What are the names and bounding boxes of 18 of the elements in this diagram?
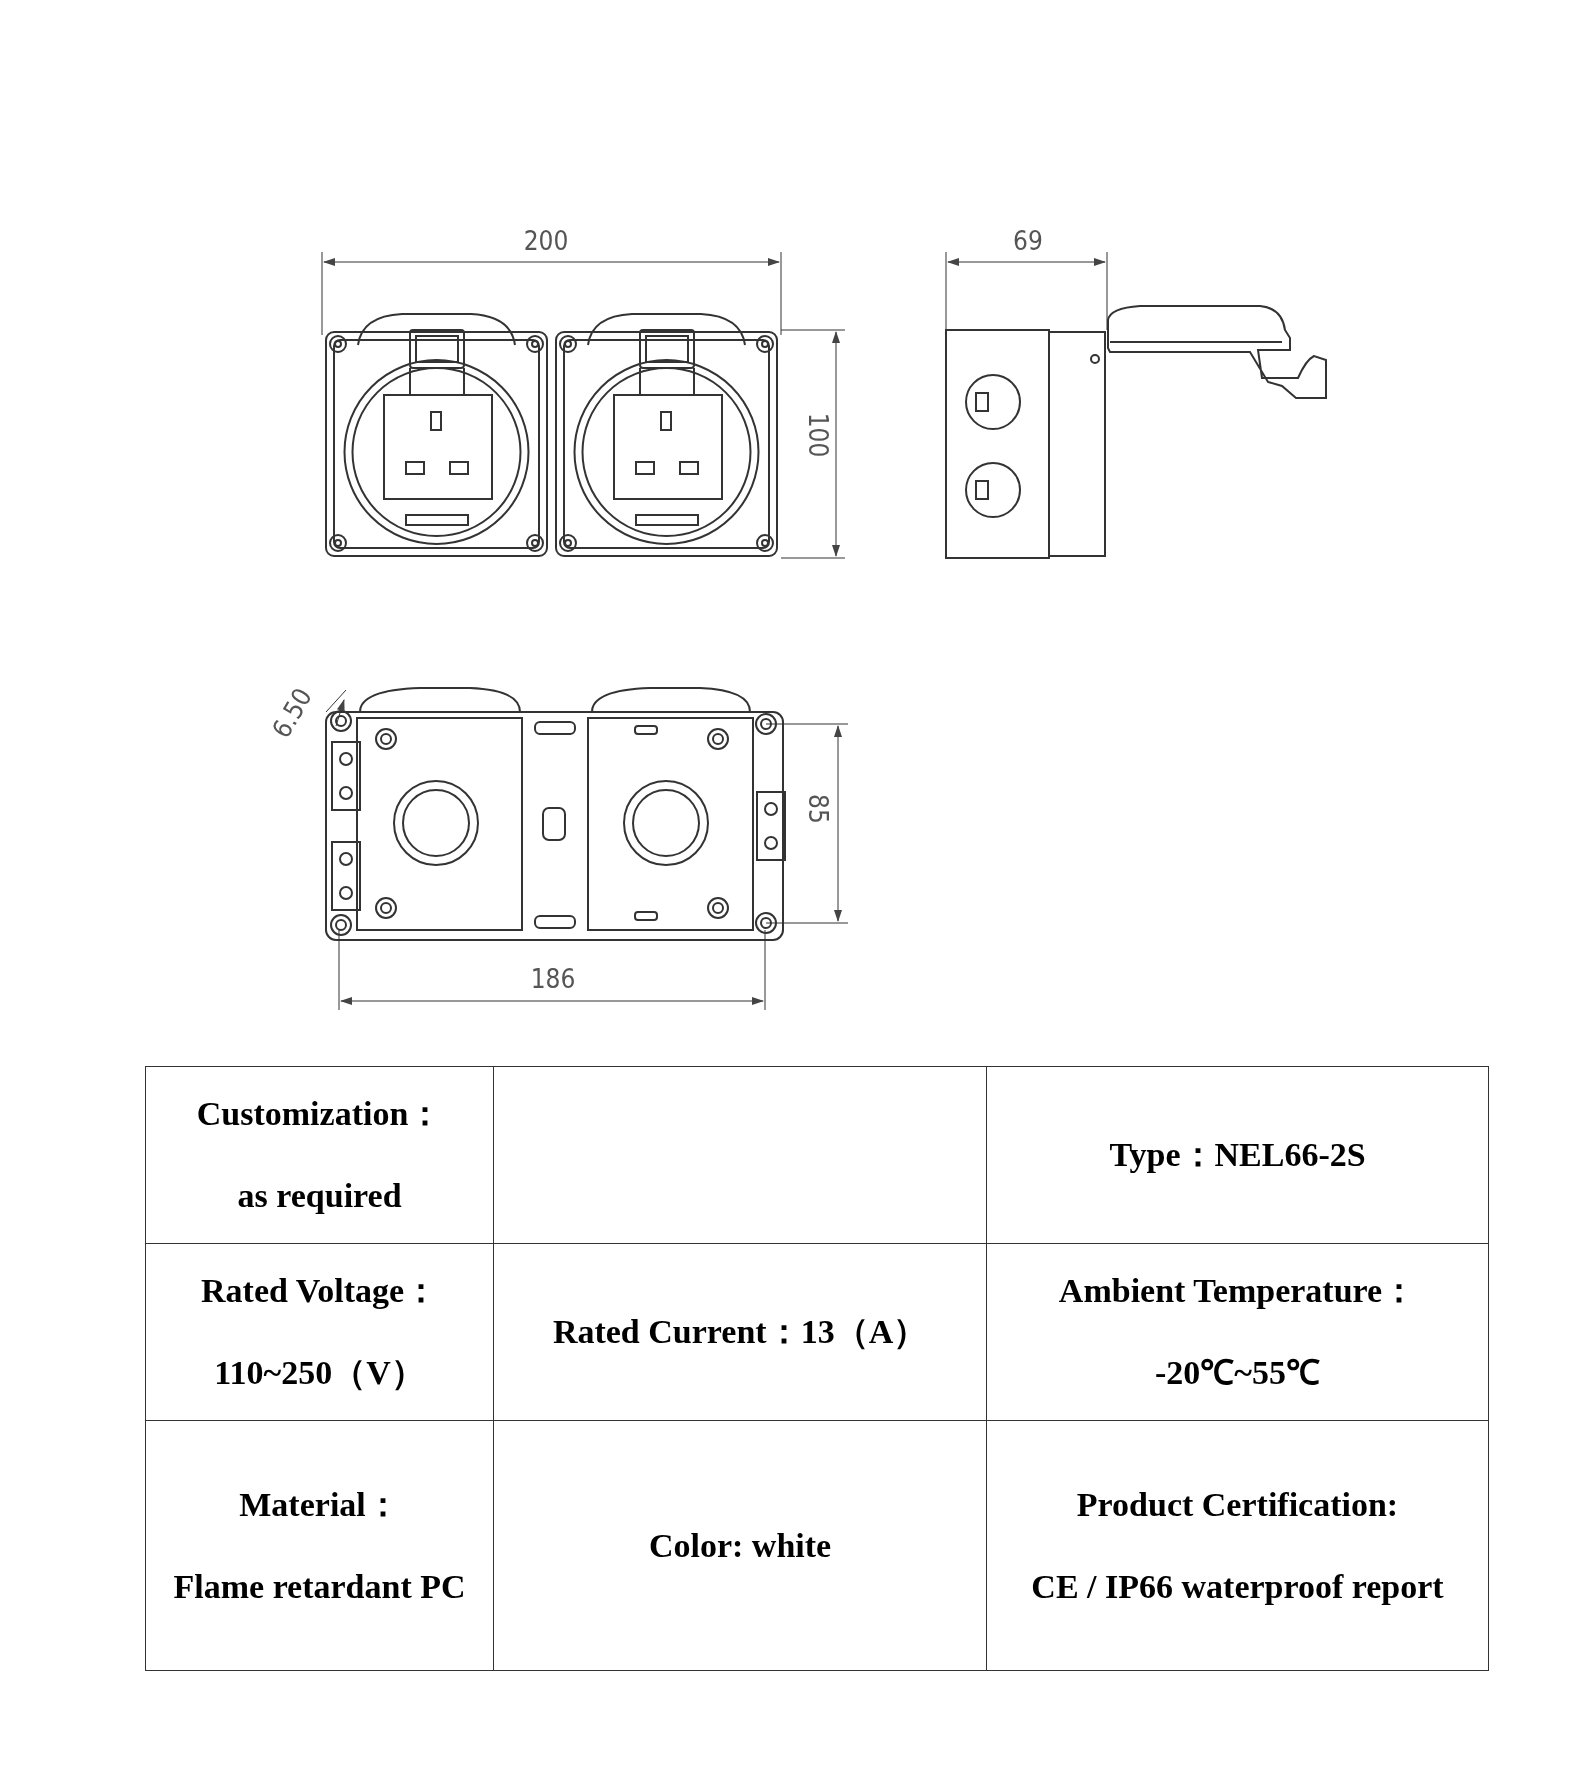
spec-value: Flame retardant PC bbox=[172, 1566, 467, 1607]
spec-value: -20℃~55℃ bbox=[1154, 1353, 1322, 1393]
spec-label: Product Certification: bbox=[1075, 1484, 1400, 1525]
spec-label: Ambient Temperature： bbox=[1057, 1271, 1418, 1311]
spec-label: Rated Voltage： bbox=[200, 1271, 440, 1311]
dimension-label: 186 bbox=[530, 964, 576, 994]
spec-value: Color: white bbox=[647, 1525, 833, 1566]
dimension-label: 69 bbox=[1013, 226, 1043, 256]
dimension-label: 200 bbox=[523, 226, 569, 256]
dimension-label: 100 bbox=[803, 412, 833, 458]
spec-value: CE / IP66 waterproof report bbox=[1030, 1566, 1445, 1607]
spec-value: as required bbox=[236, 1176, 403, 1216]
spec-value: Rated Current：13（A） bbox=[551, 1312, 929, 1352]
spec-label: Material： bbox=[238, 1484, 401, 1525]
spec-label: Customization： bbox=[195, 1094, 444, 1134]
spec-value: 110~250（V） bbox=[213, 1353, 426, 1393]
spec-value: Type：NEL66-2S bbox=[1108, 1135, 1367, 1175]
dimension-label: 85 bbox=[803, 794, 833, 824]
